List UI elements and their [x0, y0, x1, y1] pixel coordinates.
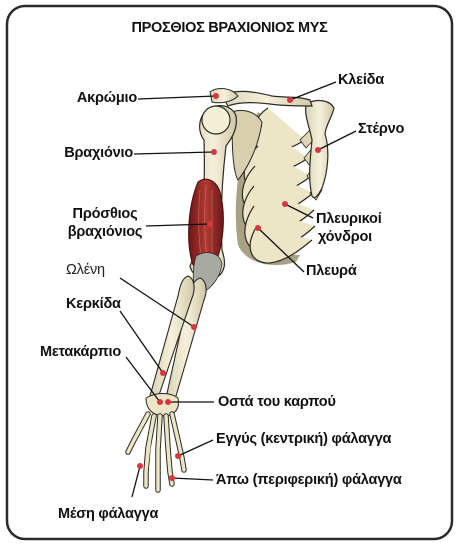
- label-mesi-falagga: Μέση φάλαγγα: [58, 506, 158, 523]
- label-apo-falagga: Άπω (περιφερική) φάλαγγα: [216, 472, 402, 489]
- label-prosthios-line1: Πρόσθιος: [64, 206, 146, 223]
- label-kleida: Κλείδα: [338, 72, 384, 89]
- label-sterno: Στέρνο: [358, 121, 404, 138]
- label-kerkida: Κερκίδα: [66, 296, 121, 313]
- label-metakarpio: Μετακάρπιο: [40, 344, 121, 361]
- label-plevra: Πλευρά: [306, 263, 357, 280]
- label-engys-falagga: Εγγύς (κεντρική) φάλαγγα: [216, 431, 391, 448]
- label-olini: Ωλένη: [66, 262, 105, 279]
- label-plevrikoi-line2: χόνδροι: [318, 229, 372, 246]
- label-prosthios-line2: βραχιόνιος: [64, 224, 146, 241]
- label-vrachionio: Βραχιόνιο: [64, 145, 133, 162]
- diagram-title: ΠΡΟΣΘΙΟΣ ΒΡΑΧΙΟΝΙΟΣ ΜΥΣ: [0, 20, 459, 36]
- label-osta-karpou: Οστά του καρπού: [218, 394, 336, 411]
- label-akromio: Ακρώμιο: [77, 90, 137, 107]
- label-plevrikoi-line1: Πλευρικοί: [316, 211, 382, 228]
